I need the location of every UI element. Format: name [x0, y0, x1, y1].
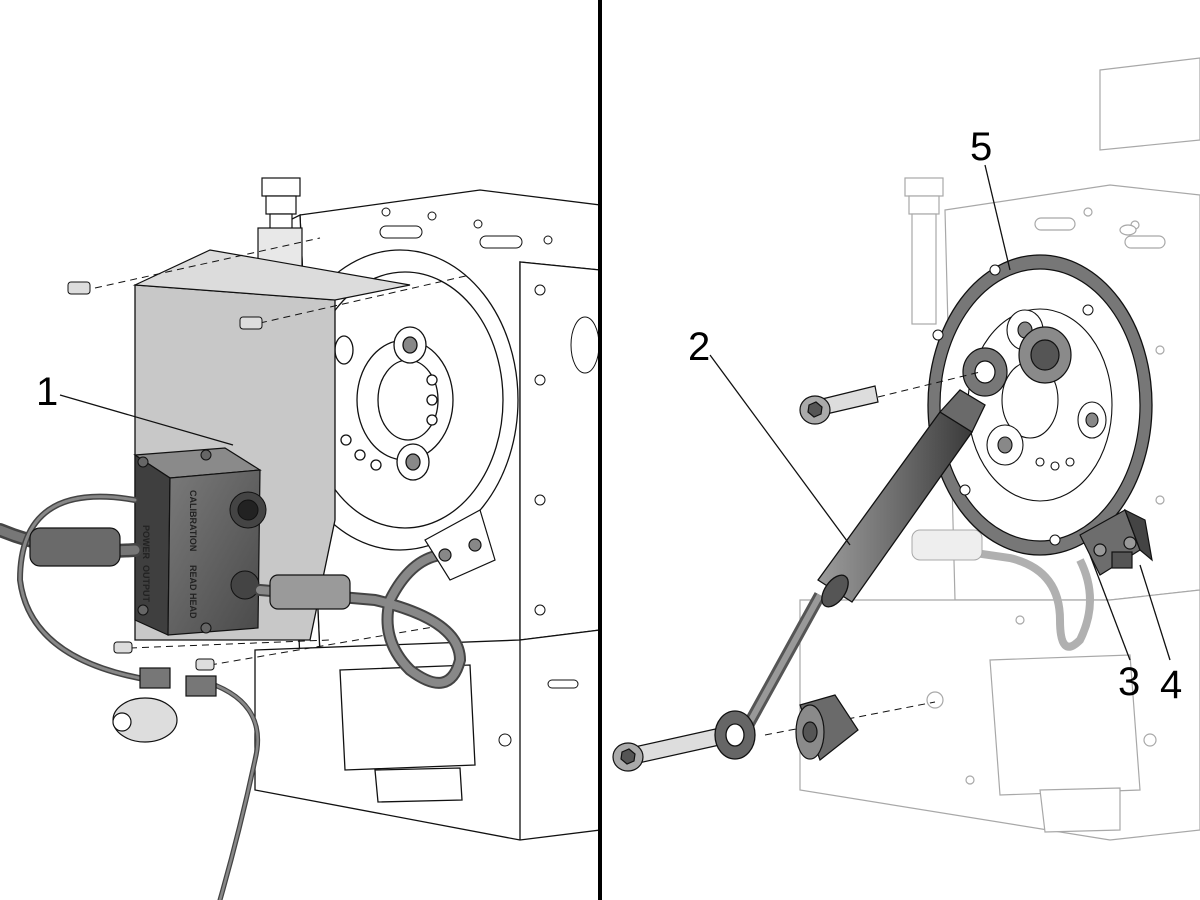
panel-divider: [598, 0, 602, 900]
cap-screw-lower: [612, 727, 725, 772]
rotary-platter-left: [281, 249, 519, 551]
callout-1: 1: [36, 370, 58, 414]
cable-right-faded: [919, 541, 1094, 651]
rod-end-upper: [962, 326, 1072, 397]
connector-plugs-left: [29, 527, 351, 743]
rotary-platter-right: [967, 308, 1113, 502]
callout-2: 2: [688, 325, 710, 369]
interface-box: CALIBRATION POWER OUTPUT READ HEAD: [133, 447, 267, 636]
read-head: [1079, 508, 1153, 576]
housing-side-fittings-left: [498, 284, 600, 747]
right-panel: 2 5 3 4: [612, 57, 1200, 841]
connector-right-faded: [911, 529, 983, 561]
mounting-screws-left: [67, 281, 263, 671]
callout-4: 4: [1160, 663, 1182, 707]
callout-5: 5: [970, 125, 992, 169]
callout-3: 3: [1118, 660, 1140, 704]
bracket-top-flange: [132, 249, 411, 301]
housing-top-holes: [379, 207, 553, 249]
leader-line-1: [59, 394, 234, 446]
label-read-head: READ HEAD: [188, 565, 198, 619]
left-panel: CALIBRATION POWER OUTPUT READ HEAD: [0, 177, 601, 900]
label-power: POWER: [141, 525, 151, 560]
screw-dashed-lines-left: [94, 237, 471, 666]
label-output: OUTPUT: [141, 565, 151, 603]
label-calibration: CALIBRATION: [188, 490, 198, 551]
spacer-bushing: [795, 694, 859, 761]
read-head-bracket-left: [424, 509, 496, 581]
gas-spring: [714, 389, 986, 760]
cap-screw-upper: [799, 385, 879, 425]
leader-lines-right: [709, 164, 1171, 661]
